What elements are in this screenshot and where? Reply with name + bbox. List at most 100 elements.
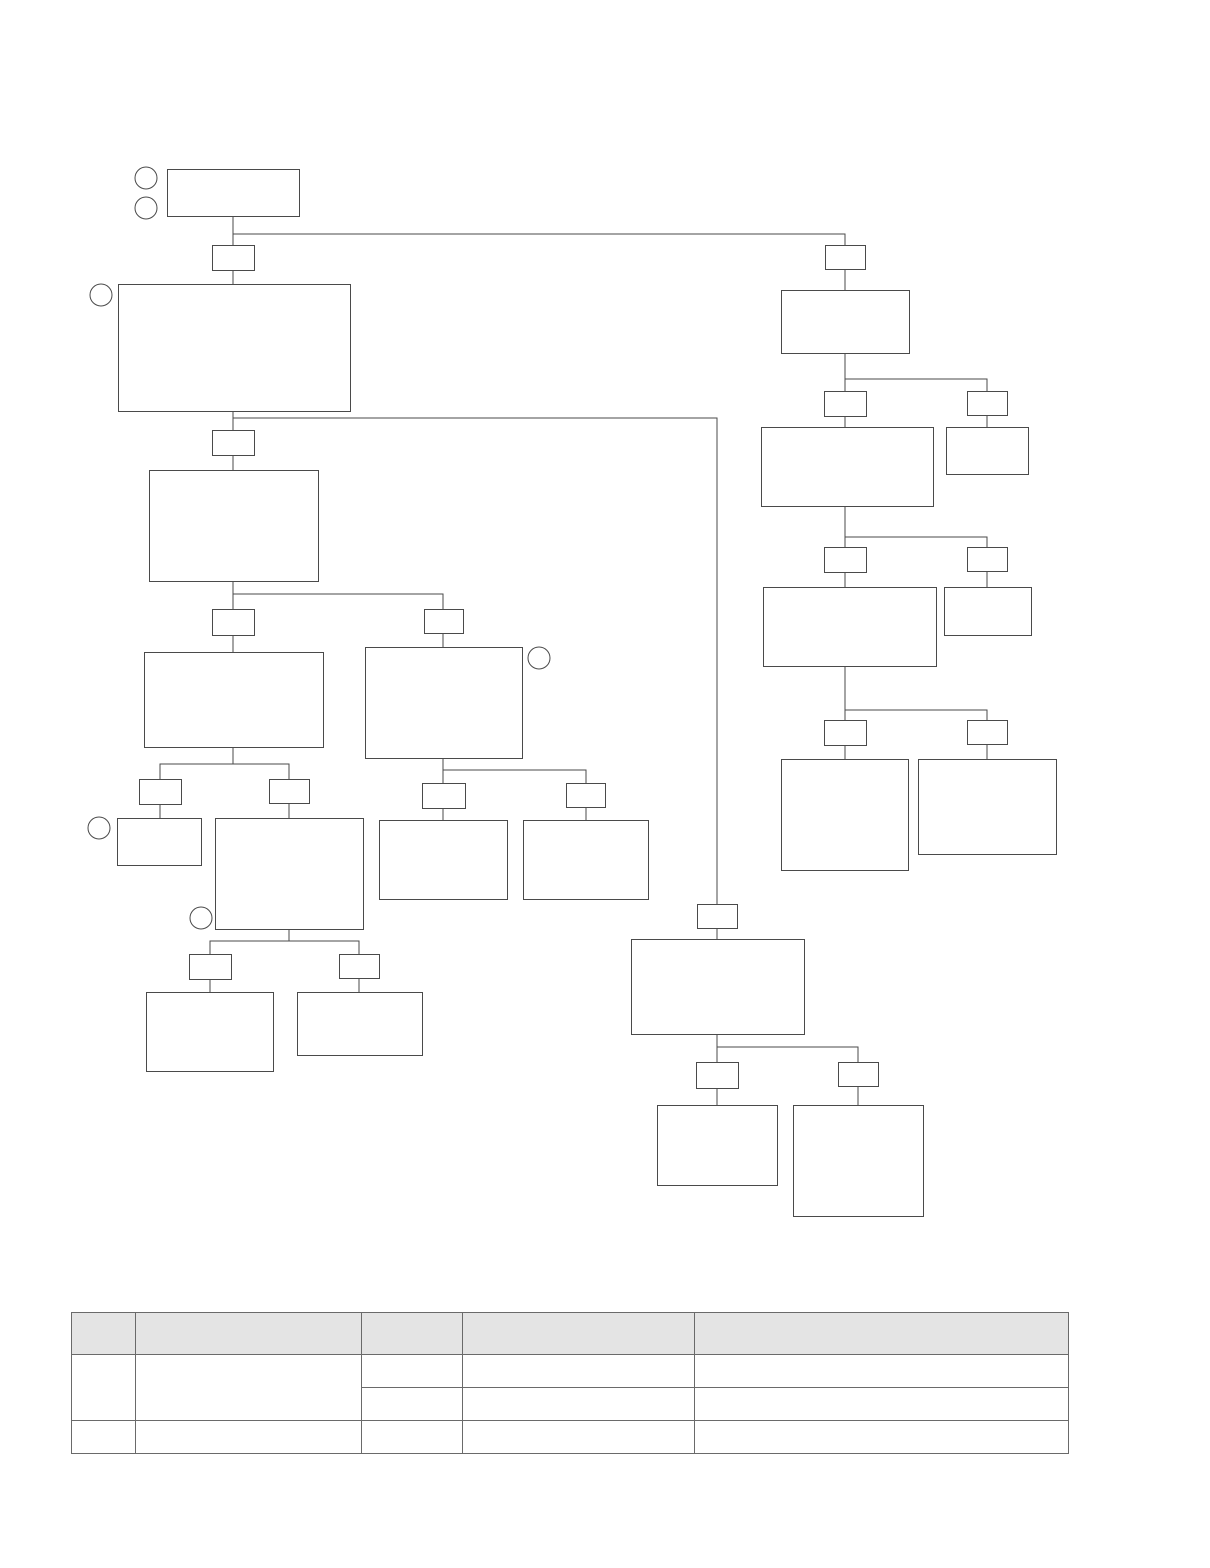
- edge-label-r2-r3s: [967, 547, 1008, 572]
- edge-label-l3b-l4d: [566, 783, 606, 808]
- edge-label-l3b-l4d-box: [566, 783, 606, 808]
- connector-line: [717, 1046, 859, 1062]
- edge-label-l3a-l4a-box: [139, 779, 182, 805]
- flow-node-r2: [761, 427, 934, 507]
- flow-node-l2: [149, 470, 319, 582]
- flow-node-l4b: [215, 818, 364, 930]
- badge-3-circle: [89, 283, 113, 307]
- connector-line: [845, 378, 988, 391]
- edge-label-root-l1-box: [212, 245, 255, 271]
- table-header-cell: [694, 1312, 1069, 1355]
- edge-label-r3-r4b: [967, 720, 1008, 745]
- edge-label-r1-r2: [824, 391, 867, 417]
- badge-1-circle: [134, 166, 158, 190]
- flow-node-l5a-box: [146, 992, 274, 1072]
- reference-table: [71, 1312, 1069, 1454]
- edge-label-m1-m2a-box: [696, 1062, 739, 1089]
- flowchart-connectors: [159, 216, 988, 1105]
- edge-label-r3-r4a: [824, 720, 867, 746]
- badge-4-circle: [527, 646, 551, 670]
- edge-label-l3b-l4c-box: [422, 783, 466, 809]
- edge-label-l3a-l4b-box: [269, 779, 310, 804]
- edge-label-l4b-l5b-box: [339, 954, 380, 979]
- flow-node-r4a-box: [781, 759, 909, 871]
- flow-node-l5b: [297, 992, 423, 1056]
- flow-node-m1-box: [631, 939, 805, 1035]
- flow-node-r3s: [944, 587, 1032, 636]
- flow-node-l4d: [523, 820, 649, 900]
- edge-label-l1-m1-box: [697, 904, 738, 929]
- badge-2: [134, 196, 158, 220]
- flow-node-m2b-box: [793, 1105, 924, 1217]
- table-header-cell: [71, 1312, 136, 1355]
- table-cell: [462, 1420, 695, 1454]
- flow-node-m2a: [657, 1105, 778, 1186]
- table-cell: [361, 1420, 463, 1454]
- flow-node-r4b: [918, 759, 1057, 855]
- edge-label-l3a-l4b: [269, 779, 310, 804]
- edge-label-root-l1: [212, 245, 255, 271]
- edge-label-r3-r4a-box: [824, 720, 867, 746]
- flow-node-r1-box: [781, 290, 910, 354]
- flow-node-r1: [781, 290, 910, 354]
- edge-label-m1-m2b-box: [838, 1062, 879, 1087]
- connector-line: [233, 233, 846, 245]
- table-cell: [71, 1354, 136, 1421]
- edge-label-l2-l3b-box: [424, 609, 464, 634]
- badge-4: [527, 646, 551, 670]
- table-row: [71, 1354, 1069, 1421]
- table-cell: [462, 1354, 695, 1388]
- flow-node-l4a: [117, 818, 202, 866]
- flow-node-m2b: [793, 1105, 924, 1217]
- connector-line: [159, 747, 234, 779]
- flow-node-l3a: [144, 652, 324, 748]
- table-cell: [71, 1420, 136, 1454]
- connector-line: [289, 940, 360, 954]
- edge-label-root-r1: [825, 245, 866, 270]
- table-cell: [694, 1354, 1069, 1388]
- edge-label-r1-r2-box: [824, 391, 867, 417]
- edge-label-l2-l3b: [424, 609, 464, 634]
- connector-line: [233, 593, 444, 609]
- edge-label-l2-l3a-box: [212, 609, 255, 636]
- flow-node-l4b-box: [215, 818, 364, 930]
- edge-label-l3a-l4a: [139, 779, 182, 805]
- edge-label-r1-r2s: [967, 391, 1008, 416]
- flow-node-l4c-box: [379, 820, 508, 900]
- edge-label-root-r1-box: [825, 245, 866, 270]
- badge-6: [189, 906, 213, 930]
- table-row: [71, 1420, 1069, 1454]
- connector-line: [845, 536, 988, 547]
- table-cell: [361, 1354, 463, 1388]
- edge-label-r3-r4b-box: [967, 720, 1008, 745]
- table-cell: [361, 1387, 463, 1421]
- edge-label-l4b-l5a-box: [189, 954, 232, 980]
- badge-3: [89, 283, 113, 307]
- flow-node-m2a-box: [657, 1105, 778, 1186]
- table-row: [72, 1387, 1069, 1421]
- badge-2-circle: [134, 196, 158, 220]
- edge-label-l1-l2: [212, 430, 255, 456]
- flow-node-m1: [631, 939, 805, 1035]
- edge-label-l2-l3a: [212, 609, 255, 636]
- flow-node-r4b-box: [918, 759, 1057, 855]
- flow-node-l5b-box: [297, 992, 423, 1056]
- table-header-row: [71, 1312, 1069, 1355]
- flow-node-root-box: [167, 169, 300, 217]
- flow-node-l1: [118, 284, 351, 412]
- flow-node-l4d-box: [523, 820, 649, 900]
- edge-label-l4b-l5a: [189, 954, 232, 980]
- edge-label-m1-m2a: [696, 1062, 739, 1089]
- badge-1: [134, 166, 158, 190]
- edge-label-m1-m2b: [838, 1062, 879, 1087]
- edge-label-r1-r2s-box: [967, 391, 1008, 416]
- edge-label-l1-l2-box: [212, 430, 255, 456]
- flow-node-l1-box: [118, 284, 351, 412]
- flow-node-r2s-box: [946, 427, 1029, 475]
- connector-line: [209, 929, 290, 954]
- flow-node-l3a-box: [144, 652, 324, 748]
- connector-line: [845, 709, 988, 720]
- flow-node-l3b: [365, 647, 523, 759]
- table-cell: [694, 1420, 1069, 1454]
- flowchart-edge-labels: [139, 245, 1008, 1089]
